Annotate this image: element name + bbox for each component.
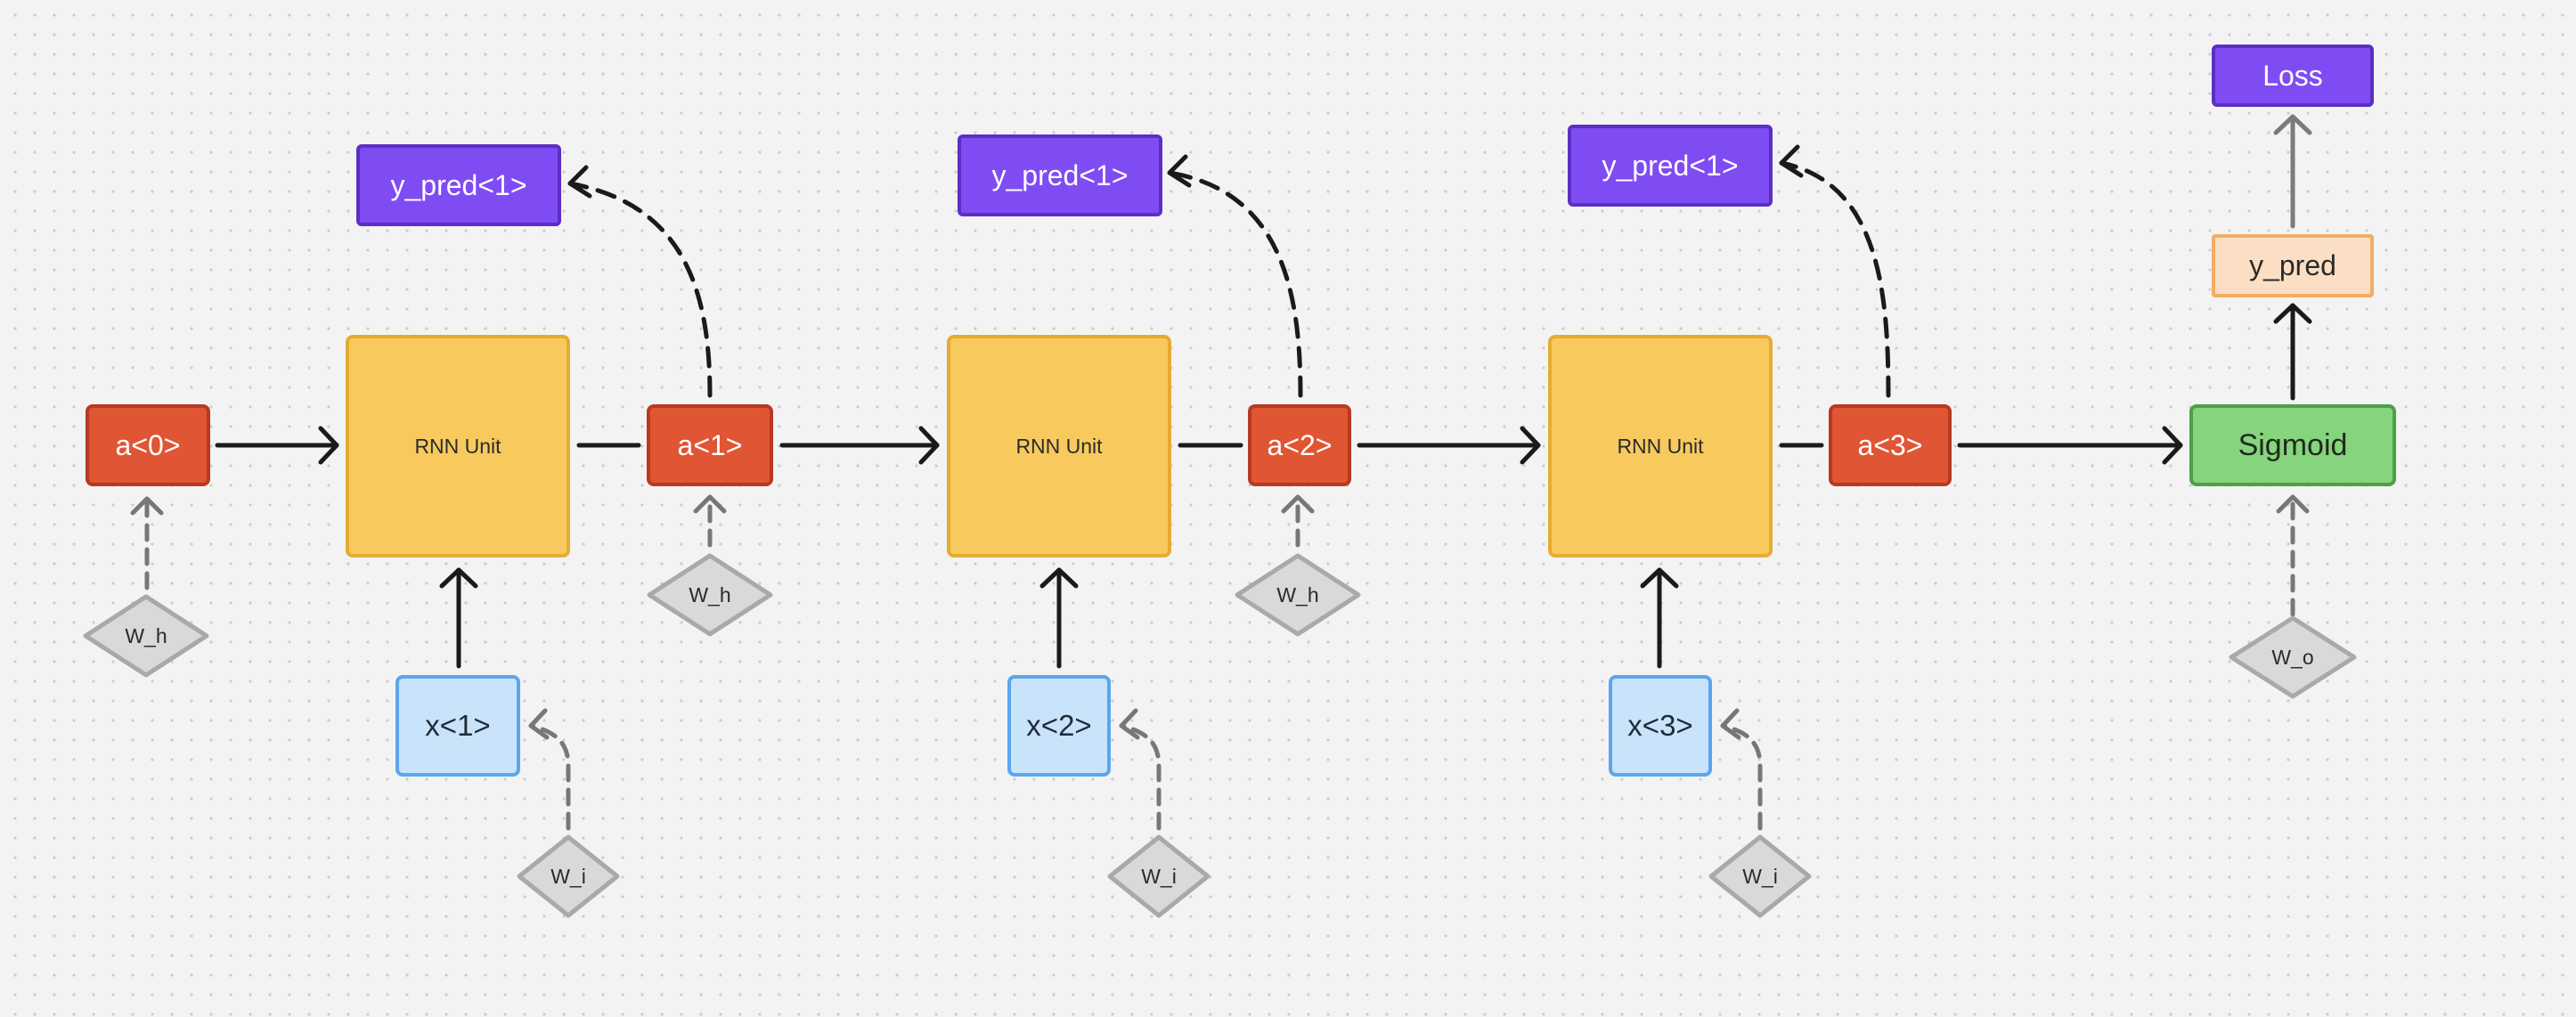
hidden-state-2[interactable]: a<2> — [1248, 404, 1351, 486]
rnn-unit-1[interactable]: RNN Unit — [346, 335, 570, 557]
prediction-3[interactable]: y_pred<1> — [1568, 125, 1773, 207]
diamond-shape — [1235, 553, 1361, 637]
weight-label: W_i — [1742, 864, 1778, 888]
diamond-shape — [1708, 834, 1812, 918]
weight-i-3[interactable]: W_i — [1708, 834, 1813, 919]
weight-h-0[interactable]: W_h — [82, 593, 210, 679]
loss-node[interactable]: Loss — [2212, 45, 2374, 107]
hidden-state-1[interactable]: a<1> — [647, 404, 773, 486]
weight-label: W_h — [125, 623, 167, 647]
diamond-shape — [517, 834, 620, 918]
diamond-shape — [1107, 834, 1211, 918]
weight-i-1[interactable]: W_i — [516, 834, 621, 919]
weight-label: W_h — [1276, 582, 1319, 606]
prediction-2[interactable]: y_pred<1> — [958, 134, 1162, 216]
input-x-1[interactable]: x<1> — [395, 675, 520, 777]
diamond-shape — [2229, 615, 2357, 699]
rnn-unit-3[interactable]: RNN Unit — [1548, 335, 1773, 557]
hidden-state-3[interactable]: a<3> — [1829, 404, 1952, 486]
weight-i-2[interactable]: W_i — [1106, 834, 1211, 919]
weight-label: W_h — [689, 582, 731, 606]
weight-h-1[interactable]: W_h — [646, 552, 774, 638]
prediction-flow — [567, 144, 1891, 398]
hidden-state-flow — [215, 426, 2183, 465]
rnn-unit-2[interactable]: RNN Unit — [947, 335, 1171, 557]
diamond-shape — [83, 594, 209, 678]
final-prediction-node[interactable]: y_pred — [2212, 234, 2374, 297]
weight-label: W_i — [1141, 864, 1177, 888]
input-flow — [439, 303, 2312, 669]
input-x-3[interactable]: x<3> — [1609, 675, 1712, 777]
hidden-state-0[interactable]: a<0> — [86, 404, 210, 486]
input-x-2[interactable]: x<2> — [1007, 675, 1111, 777]
weight-h-2[interactable]: W_h — [1234, 552, 1362, 638]
diamond-shape — [647, 553, 773, 637]
weight-flow — [130, 494, 2310, 831]
sigmoid-node[interactable]: Sigmoid — [2189, 404, 2396, 486]
weight-label: W_o — [2271, 645, 2314, 669]
weight-o[interactable]: W_o — [2228, 614, 2358, 700]
weight-label: W_i — [550, 864, 586, 888]
loss-flow — [2273, 114, 2312, 229]
prediction-1[interactable]: y_pred<1> — [356, 144, 561, 226]
